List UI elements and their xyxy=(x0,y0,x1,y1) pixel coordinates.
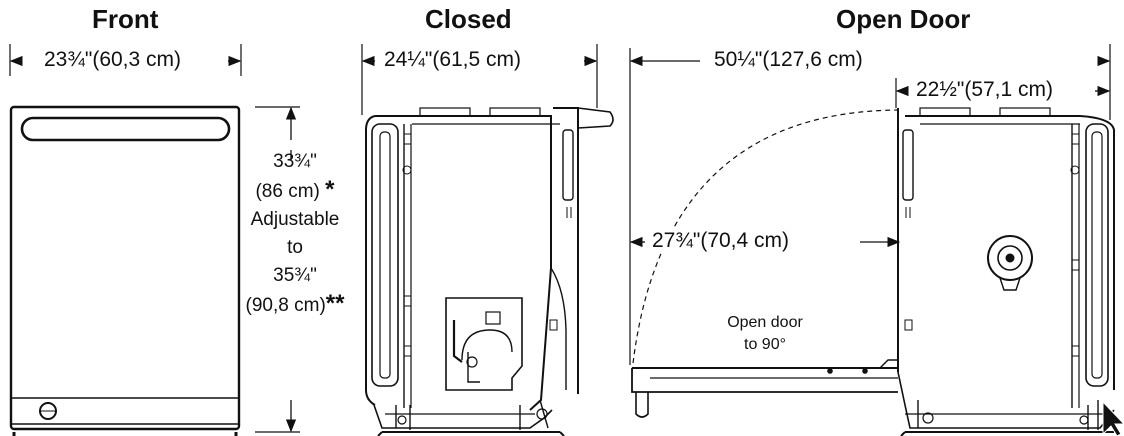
front-panel-outline xyxy=(9,105,241,431)
height-value-min-in: 33¾" xyxy=(273,151,317,172)
height-value-min-cm: (86 cm) xyxy=(255,181,320,202)
closed-depth-dimension: 24¼"(61,5 cm) xyxy=(382,48,524,72)
open-body-depth-dimension: 22½"(57,1 cm) xyxy=(914,78,1056,102)
single-star-note-marker: * xyxy=(325,176,335,203)
door-handle-side xyxy=(577,107,614,129)
open-door-note: Open door to 90° xyxy=(700,312,830,356)
to-label: to xyxy=(287,237,303,258)
height-value-max-cm-row: (90,8 cm)** xyxy=(240,290,350,320)
height-value-max-cm: (90,8 cm) xyxy=(245,295,326,316)
closed-view-title: Closed xyxy=(425,4,512,34)
front-view xyxy=(9,44,300,436)
height-value-min-cm-row: (86 cm) * xyxy=(240,176,350,206)
height-value-max-in: 35¾" xyxy=(273,265,317,286)
open-door-view-title: Open Door xyxy=(836,4,971,34)
open-door-length-dimension: 27¾"(70,4 cm) xyxy=(650,229,792,253)
closed-view xyxy=(361,44,614,436)
double-star-note-marker: ** xyxy=(325,290,345,317)
adjustable-label: Adjustable xyxy=(250,209,340,230)
open-door-view xyxy=(629,44,1115,436)
open-door-note-line2: to 90° xyxy=(744,336,786,353)
door-handle xyxy=(20,116,231,142)
front-view-title: Front xyxy=(92,4,159,34)
spray-arm-hub-icon xyxy=(987,235,1033,281)
front-height-dimension: 33¾" (86 cm) * Adjustable to 35¾" (90,8 … xyxy=(240,148,350,320)
door-swing-arc xyxy=(631,109,899,373)
mouse-cursor-icon xyxy=(1102,400,1124,436)
front-width-dimension: 23¾"(60,3 cm) xyxy=(42,48,184,72)
open-overall-depth-dimension: 50¼"(127,6 cm) xyxy=(712,48,865,72)
open-door-note-line1: Open door xyxy=(727,314,803,331)
